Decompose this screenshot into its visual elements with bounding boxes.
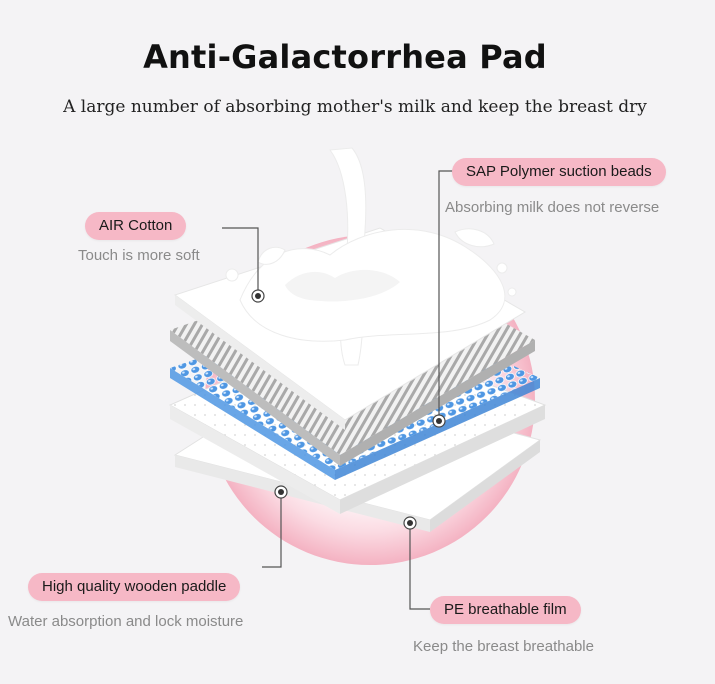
- wooden-paddle-description: Water absorption and lock moisture: [8, 613, 244, 630]
- page-title: Anti-Galactorrhea Pad: [143, 38, 547, 76]
- air-cotton-leader-line: [222, 227, 259, 296]
- sap-leader-line: [438, 170, 458, 421]
- sap-polymer-description: Absorbing milk does not reverse: [445, 199, 660, 216]
- page-subtitle: A large number of absorbing mother's mil…: [63, 97, 647, 117]
- wooden-paddle-label: High quality wooden paddle: [28, 573, 241, 601]
- pe-film-leader-line: [409, 523, 430, 610]
- pe-film-label: PE breathable film: [430, 596, 581, 624]
- wooden-paddle-leader-line: [262, 492, 282, 568]
- sap-polymer-label: SAP Polymer suction beads: [452, 158, 666, 186]
- pe-film-description: Keep the breast breathable: [413, 638, 594, 655]
- marker-dots: [251, 289, 446, 530]
- air-cotton-description: Touch is more soft: [78, 247, 200, 264]
- air-cotton-label: AIR Cotton: [85, 212, 187, 240]
